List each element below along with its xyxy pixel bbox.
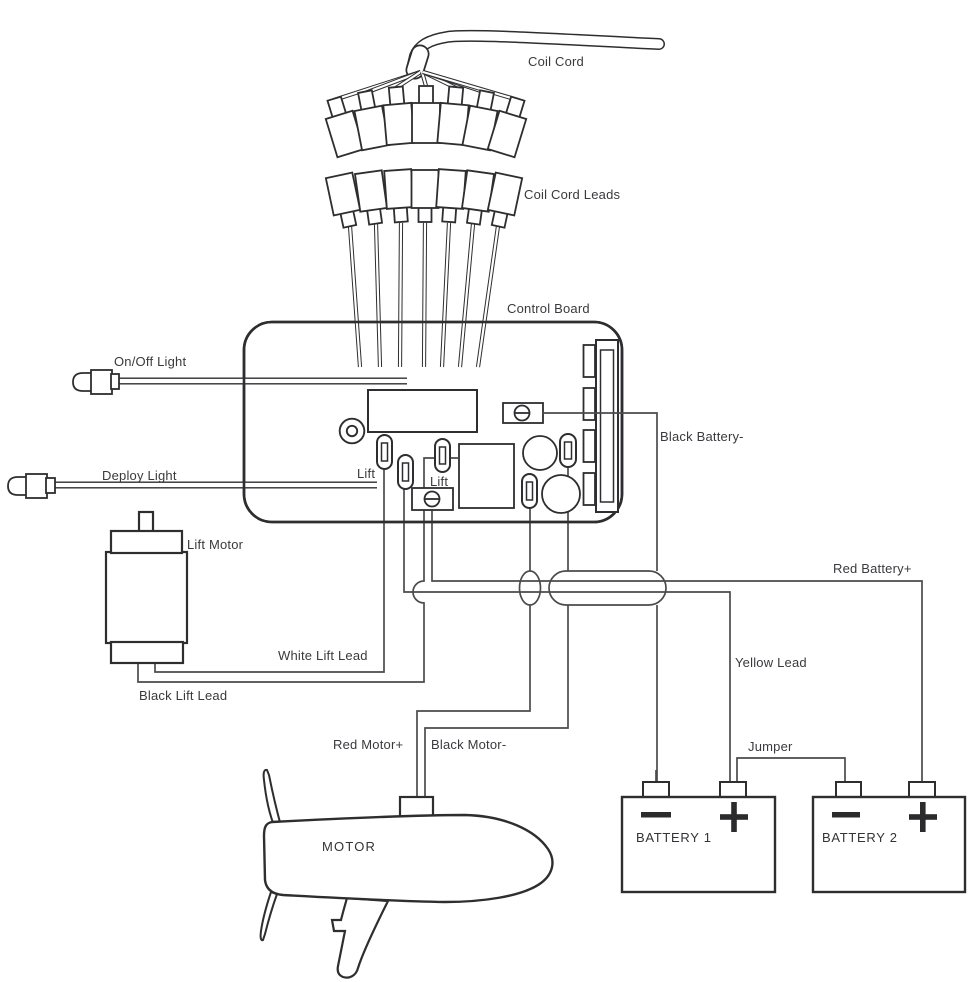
label-motor: MOTOR xyxy=(322,839,377,854)
battery-terminal xyxy=(719,781,747,799)
label-battery-1: BATTERY 1 xyxy=(636,830,712,845)
fuse-holder xyxy=(559,433,577,468)
label-lift-fuse-2: Lift xyxy=(430,474,449,489)
coil-cord-fan-wires xyxy=(333,69,519,103)
coil-cord-lead-connector xyxy=(383,168,415,224)
screw-terminal-right xyxy=(502,402,544,424)
on-off-light-led xyxy=(72,369,120,395)
motor-skeg xyxy=(330,896,390,979)
wire-jumper xyxy=(736,757,846,785)
propeller-blade-top xyxy=(262,768,283,830)
label-red-battery: Red Battery+ xyxy=(833,561,912,576)
coil-cord-lead-connector xyxy=(410,169,440,223)
coil-cord xyxy=(405,29,665,80)
minus-symbol xyxy=(641,812,671,818)
screw-terminal-bottom xyxy=(411,487,454,511)
edge-connector xyxy=(595,339,619,513)
label-black-battery: Black Battery- xyxy=(660,429,744,444)
label-on-off-light: On/Off Light xyxy=(114,354,187,369)
battery-2 xyxy=(811,781,967,894)
wire-red-motor-positive xyxy=(416,506,531,800)
coil-cord-plug xyxy=(486,95,528,159)
plus-symbol xyxy=(909,814,937,820)
label-control-board: Control Board xyxy=(507,301,590,316)
coil-cord-plug xyxy=(461,89,499,152)
label-white-lift-lead: White Lift Lead xyxy=(278,648,368,663)
lift-motor-top-cap xyxy=(109,529,184,555)
battery-terminal xyxy=(908,781,936,799)
propeller-blade-bottom xyxy=(259,890,279,942)
label-coil-cord-leads: Coil Cord Leads xyxy=(524,187,621,202)
wire-white-lift-lead xyxy=(154,469,385,673)
wire-black-battery-negative xyxy=(542,412,658,785)
label-yellow-lead: Yellow Lead xyxy=(735,655,807,670)
harness-wires xyxy=(137,457,923,800)
label-black-lift-lead: Black Lift Lead xyxy=(139,688,228,703)
motor-connector xyxy=(398,795,435,819)
label-jumper: Jumper xyxy=(748,739,793,754)
battery-terminal xyxy=(835,781,862,799)
wire-crossover-bulge xyxy=(548,570,667,606)
led-bulb xyxy=(7,476,28,496)
label-coil-cord: Coil Cord xyxy=(528,54,584,69)
control-board-components xyxy=(338,339,619,514)
label-lift-motor: Lift Motor xyxy=(187,537,244,552)
lift-motor-bottom-cap xyxy=(109,640,185,665)
capacitor xyxy=(541,474,581,514)
wire-yellow-lead xyxy=(403,486,731,785)
led-bulb xyxy=(72,372,93,392)
coil-cord-lead-connector xyxy=(486,171,524,229)
battery-terminal xyxy=(642,781,670,799)
fuse-holder xyxy=(521,473,538,509)
coil-cord-lead-connectors xyxy=(324,168,524,229)
coil-cord-lead-connector xyxy=(460,169,496,226)
label-deploy-light: Deploy Light xyxy=(102,468,177,483)
deploy-light-led xyxy=(7,473,56,499)
motor-body xyxy=(262,813,554,904)
coil-cord-lead-connector xyxy=(435,168,467,224)
relay-module xyxy=(458,443,515,509)
capacitor xyxy=(522,435,558,471)
wire-red-battery-positive xyxy=(431,508,923,785)
label-lift-fuse-1: Lift xyxy=(357,466,376,481)
plus-symbol xyxy=(720,814,748,820)
fuse-holder xyxy=(397,454,414,490)
coil-cord-lead-wires xyxy=(347,222,501,368)
coil-cord-plugs xyxy=(324,85,528,159)
label-battery-2: BATTERY 2 xyxy=(822,830,898,845)
lift-motor-body xyxy=(104,550,189,645)
coil-cord-plug xyxy=(353,89,391,152)
coil-cord-plug xyxy=(411,85,441,144)
label-black-motor: Black Motor- xyxy=(431,737,507,752)
fuse-holder xyxy=(376,434,393,470)
trolling-motor xyxy=(259,768,554,979)
coil-cord-lead-connector xyxy=(324,171,362,229)
coil-cord-lead-connector xyxy=(353,169,389,226)
coil-cord-plug xyxy=(382,85,416,147)
lift-motor-shaft xyxy=(137,510,155,535)
control-board-outline xyxy=(242,320,624,524)
minus-symbol xyxy=(832,812,860,818)
wire-black-lift-lead xyxy=(137,457,458,683)
coil-cord-plug xyxy=(436,85,470,147)
battery-1 xyxy=(620,770,777,894)
display-module xyxy=(367,389,478,433)
fuse-holder xyxy=(434,438,451,473)
wire-crossover-bulge xyxy=(518,570,542,606)
lift-motor xyxy=(104,510,189,665)
label-red-motor: Red Motor+ xyxy=(333,737,404,752)
